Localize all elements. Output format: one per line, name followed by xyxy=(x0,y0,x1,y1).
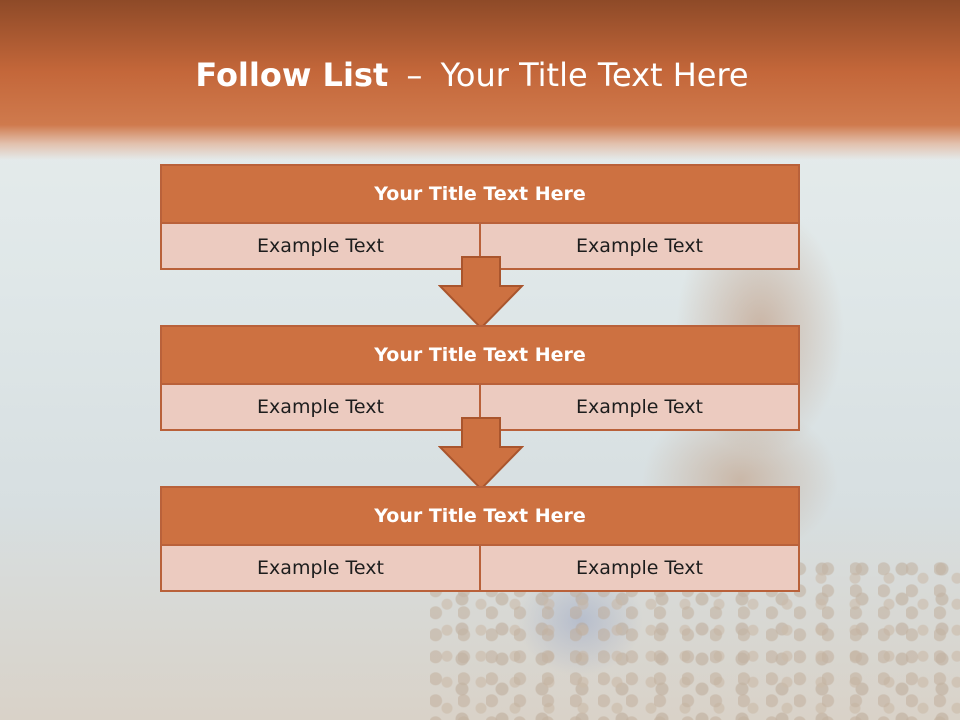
block-cell-right: Example Text xyxy=(481,546,798,590)
down-arrow-icon xyxy=(438,256,524,330)
header-band xyxy=(0,0,960,160)
list-block-3: Your Title Text Here Example Text Exampl… xyxy=(160,486,800,592)
block-title: Your Title Text Here xyxy=(162,327,798,383)
block-title: Your Title Text Here xyxy=(162,166,798,222)
block-cell-left: Example Text xyxy=(162,224,479,268)
block-cell-right: Example Text xyxy=(481,224,798,268)
block-cell-left: Example Text xyxy=(162,385,479,429)
list-block-1: Your Title Text Here Example Text Exampl… xyxy=(160,164,800,270)
block-title: Your Title Text Here xyxy=(162,488,798,544)
down-arrow-icon xyxy=(438,417,524,491)
slide-title-bold: Follow List xyxy=(195,56,389,94)
block-cell-right: Example Text xyxy=(481,385,798,429)
slide-title-separator: – xyxy=(406,56,423,94)
list-block-2: Your Title Text Here Example Text Exampl… xyxy=(160,325,800,431)
slide-title-rest: Your Title Text Here xyxy=(440,56,749,94)
slide-title: Follow List – Your Title Text Here xyxy=(0,56,944,94)
block-cell-left: Example Text xyxy=(162,546,479,590)
